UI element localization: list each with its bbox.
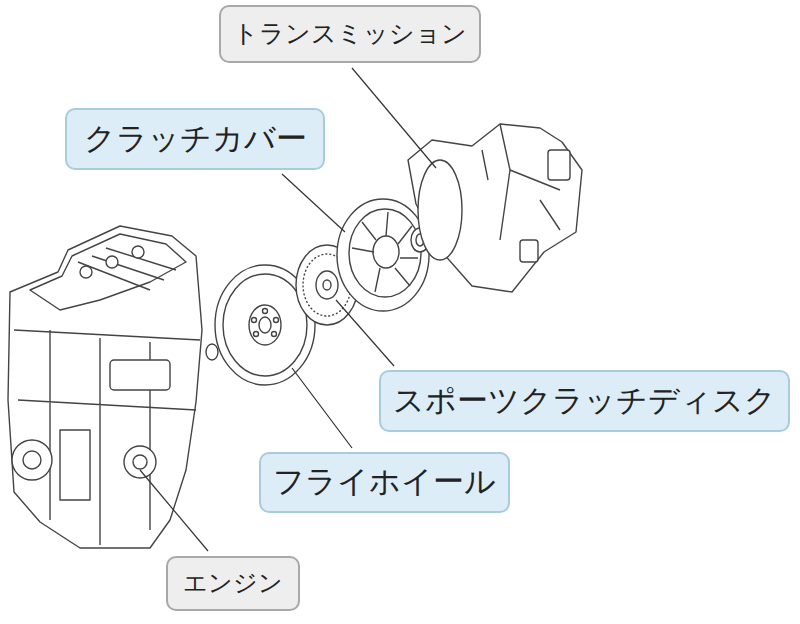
leader-line (282, 174, 345, 232)
transmission-drawing (408, 124, 582, 292)
part-name: フライホイール (273, 463, 496, 500)
clutch-cover-drawing (337, 199, 429, 311)
part-name: スポーツクラッチディスク (393, 382, 776, 419)
leader-line (336, 300, 394, 366)
label-box: クラッチカバー (65, 108, 325, 170)
part-name: エンジン (183, 569, 283, 598)
engine-drawing (8, 226, 202, 548)
label-box: トランスミッション (219, 5, 481, 63)
label-box: フライホイール (259, 452, 510, 513)
part-name: トランスミッション (233, 19, 467, 49)
label-box: エンジン (166, 556, 300, 611)
pilot-bearing (206, 344, 218, 360)
leader-line (352, 68, 436, 168)
leader-line (140, 470, 208, 551)
part-name: クラッチカバー (84, 120, 307, 157)
leader-line (292, 368, 352, 448)
label-box: スポーツクラッチディスク (379, 370, 790, 432)
